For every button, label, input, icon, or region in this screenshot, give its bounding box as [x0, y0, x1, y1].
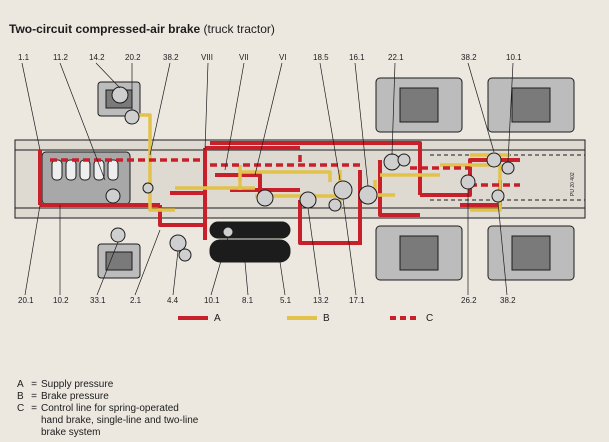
note-c-key: C	[17, 403, 25, 414]
label-vi: VI	[279, 53, 287, 62]
label-13-2: 13.2	[313, 296, 329, 305]
label-22-1: 22.1	[388, 53, 404, 62]
label-16-1: 16.1	[349, 53, 365, 62]
front-right-wheel	[97, 243, 141, 279]
air-reservoirs	[209, 221, 291, 263]
label-8-1: 8.1	[242, 296, 254, 305]
diagram-title: Two-circuit compressed-air brake (truck …	[9, 22, 275, 36]
rear1-left-wheel	[375, 77, 463, 133]
legend-label-a: A	[214, 313, 221, 324]
legend: A B C	[178, 313, 433, 324]
label-18-5: 18.5	[313, 53, 329, 62]
note-b-key: B	[17, 391, 24, 402]
legend-label-c: C	[426, 313, 433, 324]
figure-code: PU 20 402	[570, 172, 576, 196]
label-17-1: 17.1	[349, 296, 365, 305]
top-labels: 1.1 11.2 14.2 20.2 38.2 VIII VII VI 18.5…	[18, 53, 522, 62]
label-10-1-top: 10.1	[506, 53, 522, 62]
legend-notes: A = Supply pressure B = Brake pressure C…	[17, 379, 198, 439]
note-a: A = Supply pressure	[17, 379, 198, 391]
label-20-2: 20.2	[125, 53, 141, 62]
label-38-2-bottom: 38.2	[500, 296, 516, 305]
label-5-1: 5.1	[280, 296, 292, 305]
circuit-c-lines	[50, 155, 520, 187]
label-38-2-top-right: 38.2	[461, 53, 477, 62]
label-10-2: 10.2	[53, 296, 69, 305]
label-2-1: 2.1	[130, 296, 142, 305]
label-33-1: 33.1	[90, 296, 106, 305]
note-c: C = Control line for spring-operated han…	[17, 403, 198, 439]
note-a-key: A	[17, 379, 24, 390]
legend-label-b: B	[323, 313, 330, 324]
bottom-labels: 20.1 10.2 33.1 2.1 4.4 10.1 8.1 5.1 13.2…	[18, 296, 516, 305]
rear2-right-wheel	[487, 225, 575, 281]
rear2-left-wheel	[487, 77, 575, 133]
label-viii: VIII	[201, 53, 213, 62]
note-a-equals: =	[31, 379, 37, 390]
label-vii: VII	[239, 53, 249, 62]
label-11-2: 11.2	[53, 53, 69, 62]
label-26-2: 26.2	[461, 296, 477, 305]
rear1-right-wheel	[375, 225, 463, 281]
note-a-text: Supply pressure	[41, 379, 114, 390]
label-20-1: 20.1	[18, 296, 34, 305]
label-38-2-top: 38.2	[163, 53, 179, 62]
label-10-1-bottom: 10.1	[204, 296, 220, 305]
note-c-text: Control line for spring-operated hand br…	[41, 403, 199, 438]
label-4-4: 4.4	[167, 296, 179, 305]
title-bold: Two-circuit compressed-air brake	[9, 22, 201, 36]
note-b-text: Brake pressure	[41, 391, 109, 402]
note-b: B = Brake pressure	[17, 391, 198, 403]
label-1-1: 1.1	[18, 53, 30, 62]
note-c-equals: =	[31, 403, 37, 414]
leader-lines	[21, 62, 514, 296]
title-normal: (truck tractor)	[203, 22, 275, 36]
label-14-2: 14.2	[89, 53, 105, 62]
note-b-equals: =	[31, 391, 37, 402]
